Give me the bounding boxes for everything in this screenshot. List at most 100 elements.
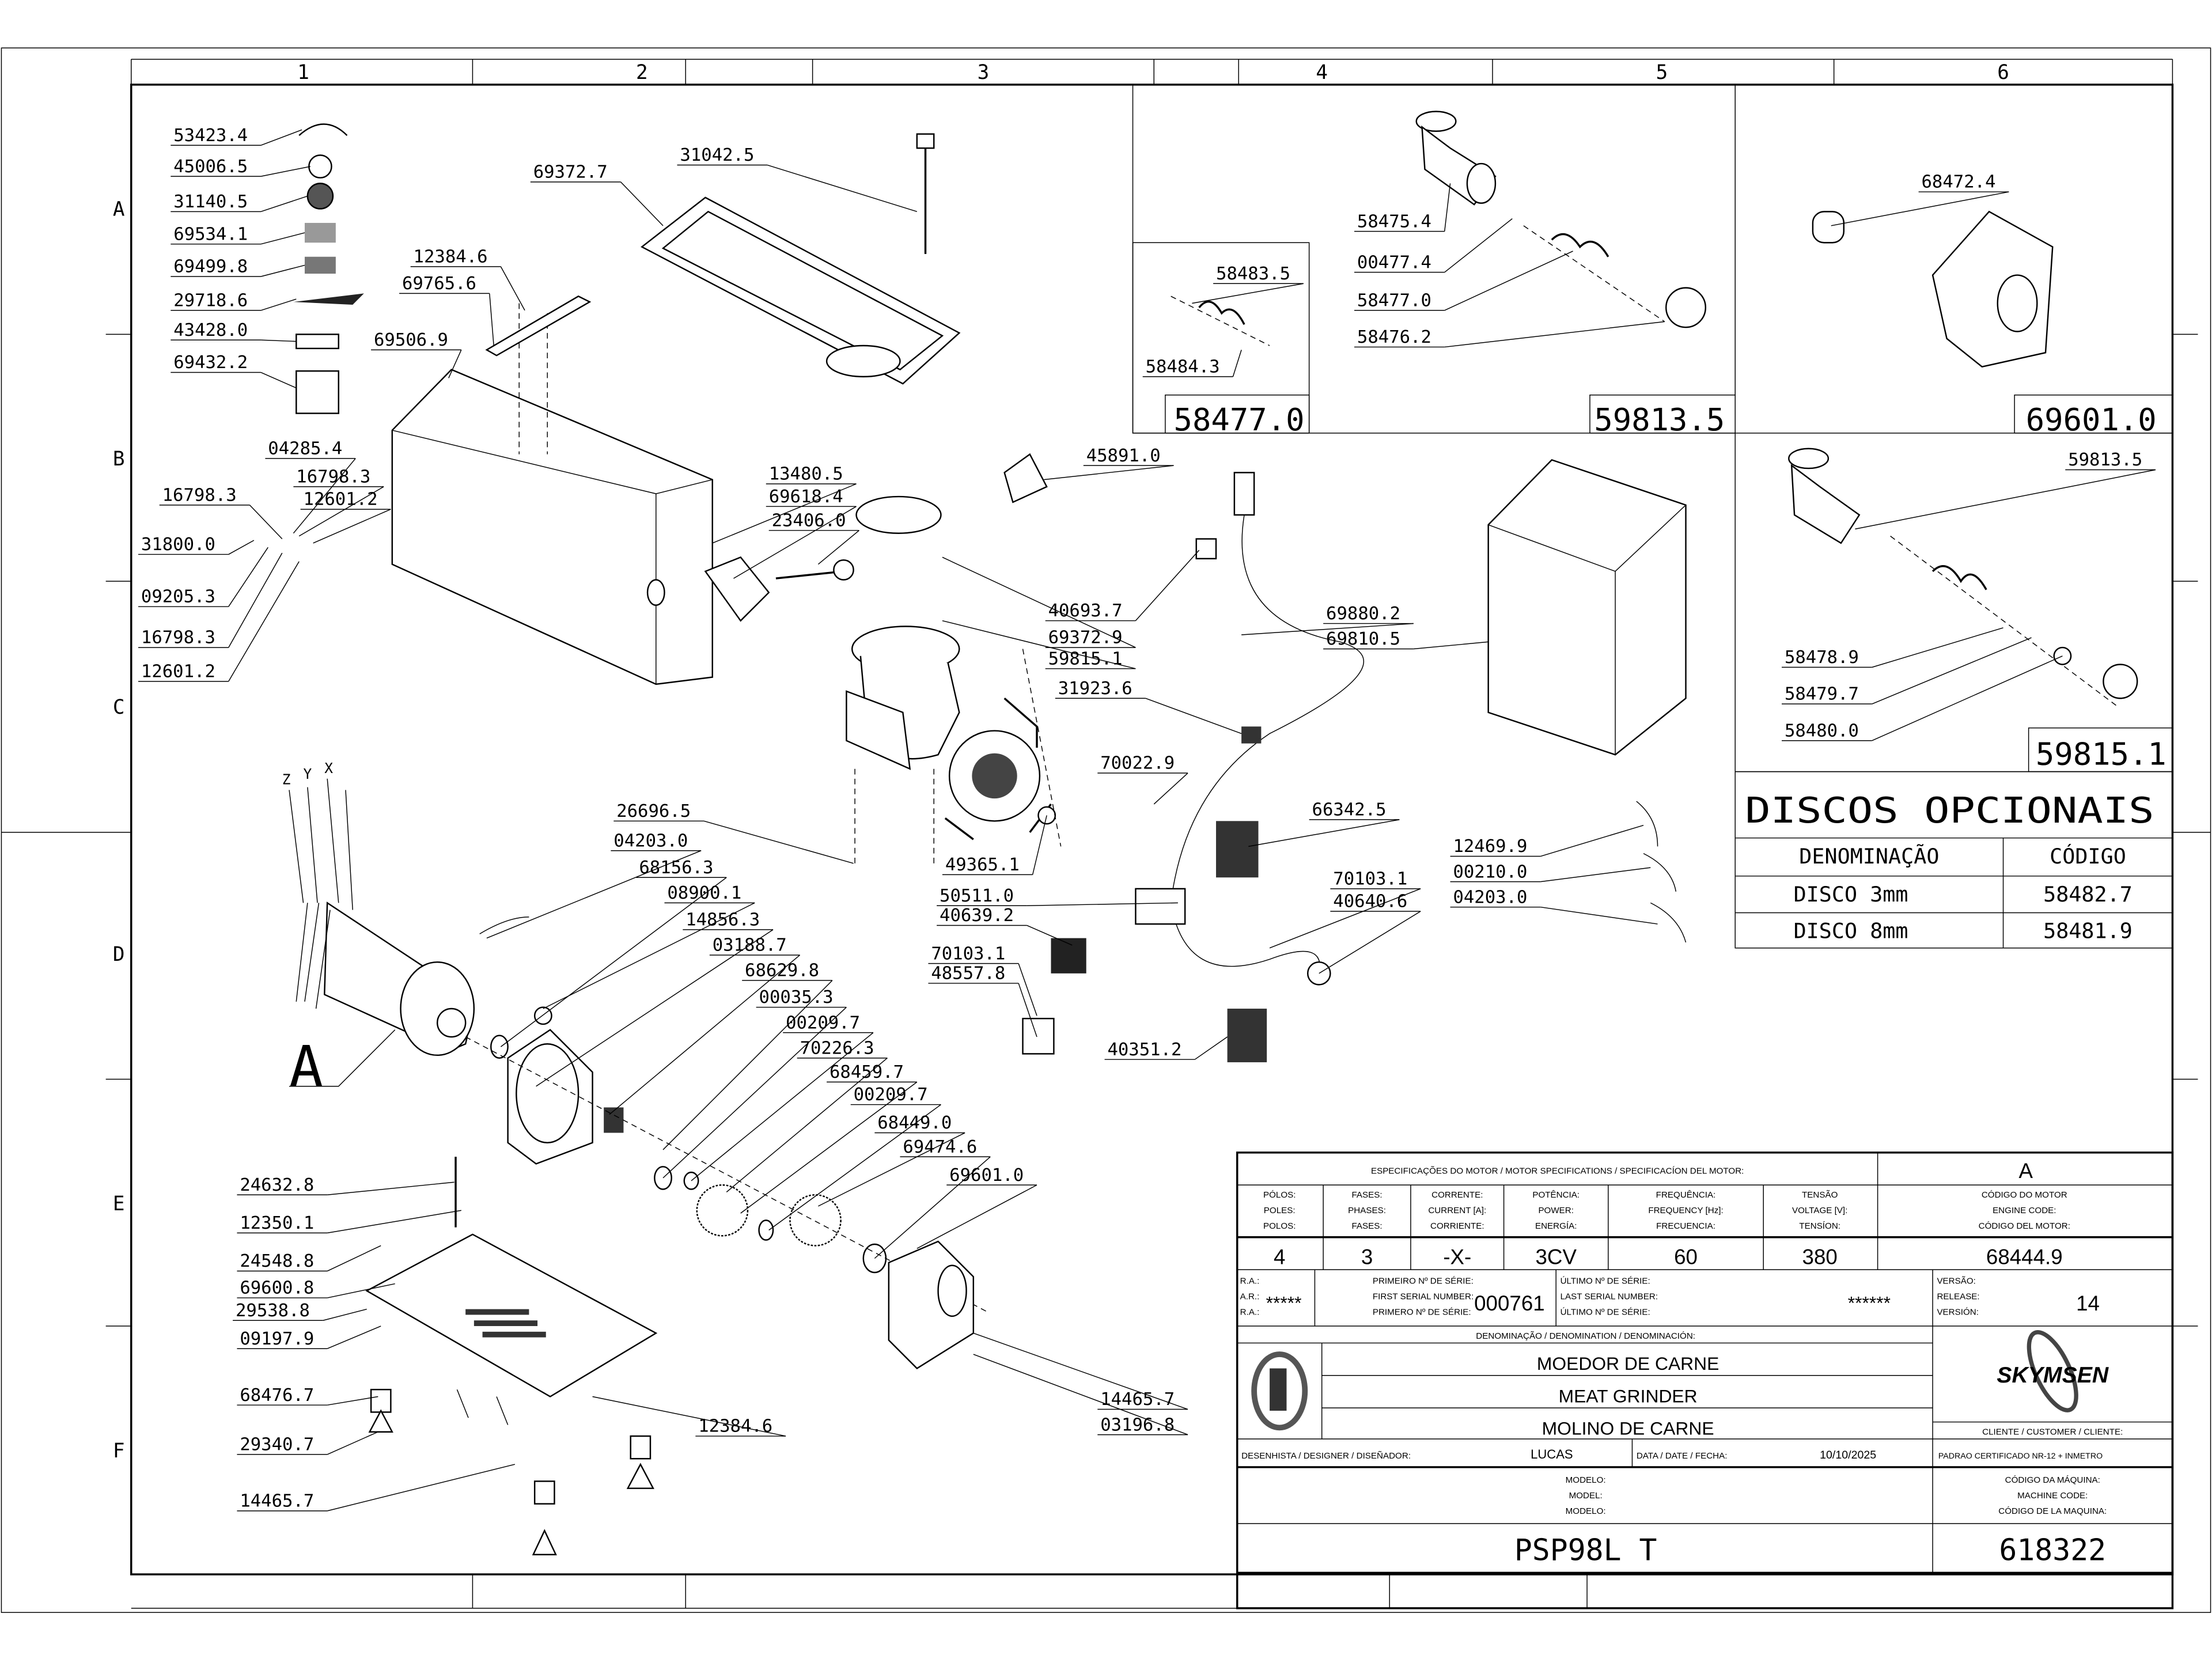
leader-line	[1018, 963, 1037, 1016]
part-number-label: 29718.6	[173, 290, 248, 310]
part-number-label: 48557.8	[931, 964, 1005, 984]
part-number-label: 14856.3	[685, 910, 760, 930]
leader-line	[916, 1184, 1037, 1249]
part-number-label: 16798.3	[162, 485, 237, 505]
part-number-label: 68472.4	[1922, 172, 1996, 192]
leader-line	[1831, 191, 2009, 226]
part-number-label: 23406.0	[772, 510, 846, 531]
part-number-label: 58475.4	[1357, 211, 1431, 232]
leader-line	[1872, 656, 2063, 741]
leader-line	[942, 556, 1136, 648]
leader-line	[260, 264, 305, 277]
part-number-label: 16798.3	[296, 467, 370, 487]
leader-line	[818, 1132, 965, 1207]
part-number-label: 69601.0	[2026, 402, 2157, 438]
column-number: 4	[1316, 61, 1328, 84]
column-number: 3	[978, 61, 990, 84]
leader-line	[489, 293, 494, 346]
row-letter: F	[113, 1440, 125, 1463]
leader-line	[500, 266, 525, 311]
part-number-label: 66342.5	[1312, 800, 1387, 820]
last-serial-label: ÚLTIMO Nº DE SÉRIE:	[1560, 1277, 1650, 1286]
part-number-label: 69765.6	[402, 274, 476, 294]
part-number-label: 31140.5	[173, 192, 248, 212]
last-serial-label: ÚLTIMO Nº DE SÉRIE:	[1560, 1307, 1650, 1317]
column-number: 2	[636, 61, 648, 84]
part-number-label: 70022.9	[1100, 753, 1175, 774]
model-value: PSP98L T	[1514, 1533, 1657, 1568]
leader-line	[293, 458, 356, 534]
leader-line	[536, 929, 774, 1087]
discs-header-code: CÓDIGO	[2050, 843, 2126, 869]
part-number-label: 58476.2	[1357, 327, 1431, 347]
part-number-label: 69601.0	[949, 1165, 1024, 1185]
version-label: VERSIÓN:	[1937, 1307, 1979, 1317]
leader-line	[1540, 867, 1651, 882]
spec-label: CURRENT [A]:	[1428, 1206, 1486, 1215]
part-number-label: 49365.1	[945, 855, 1020, 875]
leader-line	[1444, 321, 1665, 348]
part-number-label: 68459.7	[830, 1062, 904, 1082]
part-number-label: 29340.7	[240, 1435, 314, 1455]
part-number-label: 12384.6	[698, 1416, 772, 1437]
leader-line	[973, 1354, 1188, 1435]
part-number-label: 24548.8	[240, 1251, 314, 1271]
wire-label: Z	[282, 771, 291, 788]
part-number-label: 31800.0	[141, 535, 215, 555]
spec-value: 380	[1802, 1245, 1838, 1268]
part-number-label: 00210.0	[1453, 862, 1527, 882]
part-number-label: 69506.9	[374, 330, 448, 350]
leader-line	[500, 877, 727, 1047]
leader-line	[260, 232, 305, 245]
part-number-label: 59813.5	[2068, 450, 2142, 470]
spec-value: 68444.9	[1986, 1245, 2063, 1268]
leader-line	[327, 1325, 381, 1349]
part-number-label: 40351.2	[1107, 1040, 1181, 1060]
part-number-label: 03196.8	[1100, 1415, 1175, 1435]
leader-line	[249, 505, 283, 540]
row-letter: A	[113, 198, 125, 221]
leader-line	[817, 530, 859, 565]
spec-value: 4	[1274, 1245, 1285, 1268]
machine-code-label-en: MACHINE CODE:	[2017, 1491, 2088, 1501]
last-serial-label: LAST SERIAL NUMBER:	[1560, 1292, 1658, 1302]
part-number-label: 09205.3	[141, 587, 215, 607]
part-number-label: 69499.8	[173, 257, 248, 277]
part-number-label: 69372.7	[533, 162, 608, 183]
part-number-label: 00035.3	[759, 987, 834, 1007]
part-number-label: 68449.0	[877, 1113, 952, 1133]
spec-value: 3CV	[1536, 1245, 1577, 1268]
part-number-label: 31923.6	[1058, 679, 1132, 699]
product-name-es: MOLINO DE CARNE	[1542, 1418, 1714, 1439]
leader-line	[1269, 888, 1421, 949]
part-number-label: 08900.1	[667, 883, 741, 903]
column-number: 1	[297, 61, 309, 84]
part-number-label: 59815.1	[1048, 649, 1123, 669]
column-number: 5	[1656, 61, 1668, 84]
leader-line	[1241, 623, 1414, 635]
machine-code-label-pt: CÓDIGO DA MÁQUINA:	[2005, 1475, 2100, 1485]
leader-line	[1018, 983, 1037, 1037]
part-number-label: 70226.3	[800, 1038, 874, 1058]
discs-header-denomination: DENOMINAÇÃO	[1799, 843, 1939, 869]
leader-line	[1248, 819, 1400, 847]
product-name-pt: MOEDOR DE CARNE	[1537, 1353, 1719, 1374]
part-number-label: 14465.7	[240, 1491, 314, 1512]
part-number-labels: 53423.445006.531140.569534.169499.829718…	[138, 126, 2166, 1512]
disc-code: 58481.9	[2043, 919, 2133, 944]
spec-label: FRECUENCIA:	[1656, 1221, 1715, 1231]
optional-discs-table: DISCOS OPCIONAIS DENOMINAÇÃO CÓDIGO DISC…	[1734, 771, 2173, 949]
part-number-label: 14465.7	[1100, 1389, 1175, 1410]
leader-line	[726, 1058, 888, 1192]
leader-line	[228, 561, 300, 682]
part-number-label: 45006.5	[173, 157, 248, 177]
leader-line	[261, 339, 297, 342]
spec-label: PHASES:	[1348, 1206, 1386, 1215]
part-number-label: 12601.2	[141, 662, 215, 682]
part-number-label: 70103.1	[931, 944, 1005, 964]
leader-line	[1232, 350, 1242, 377]
part-number-label: 58477.0	[1357, 290, 1431, 310]
leader-line	[620, 181, 664, 226]
leader-line	[327, 1464, 516, 1512]
part-number-label: 26696.5	[616, 801, 691, 821]
